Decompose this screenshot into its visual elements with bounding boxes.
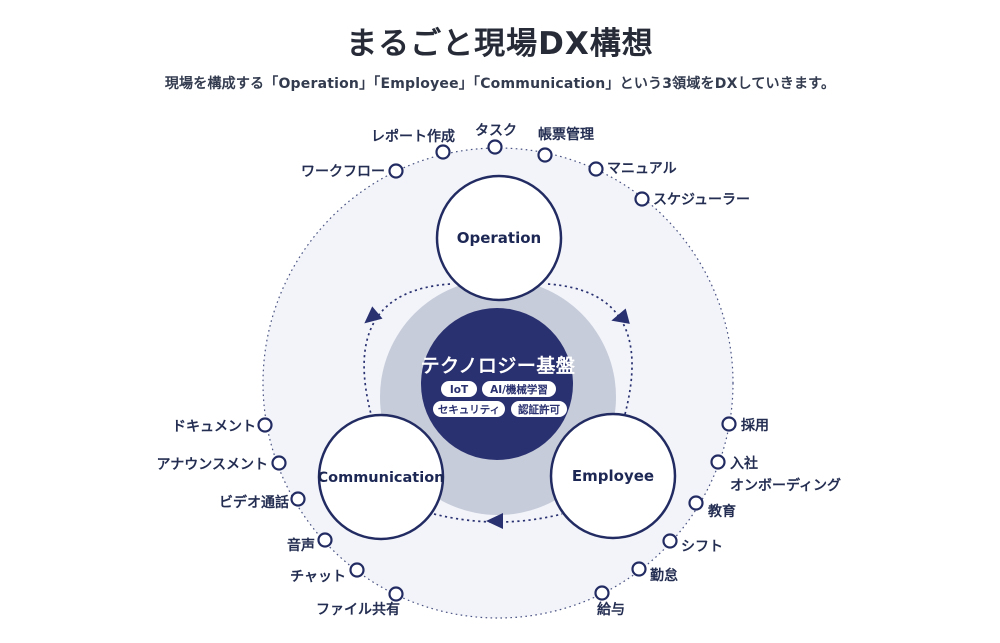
cycle-arrow-icon xyxy=(486,513,503,529)
svg-text:オンボーディング: オンボーディング xyxy=(730,477,841,494)
svg-text:シフト: シフト xyxy=(681,539,723,555)
domain-operation: Operation xyxy=(435,174,563,302)
svg-text:IoT: IoT xyxy=(450,384,469,396)
svg-text:ドキュメント: ドキュメント xyxy=(172,419,256,435)
node-video-call: ビデオ通話 xyxy=(219,491,306,511)
svg-text:Communication: Communication xyxy=(317,470,444,486)
page-subtitle: 現場を構成する「Operation」「Employee」「Communicati… xyxy=(164,76,836,93)
node-attendance: 勤怠 xyxy=(631,561,678,584)
node-onboarding: 入社 オンボーディング xyxy=(710,454,841,494)
diagram-header: まるごと現場DX構想 現場を構成する「Operation」「Employee」「… xyxy=(0,0,1000,93)
badge-iot xyxy=(441,381,477,397)
svg-text:採用: 採用 xyxy=(741,417,769,434)
badge-security xyxy=(433,401,505,417)
svg-text:タスク: タスク xyxy=(475,123,517,139)
cycle-arrow-icon xyxy=(364,306,383,324)
node-file-sharing: ファイル共有 xyxy=(316,586,404,618)
svg-text:認証許可: 認証許可 xyxy=(518,403,560,416)
domain-communication: Communication xyxy=(317,413,445,541)
core-label: テクノロジー基盤 xyxy=(421,354,576,377)
node-chat: チャット xyxy=(290,562,365,585)
node-recruiting: 採用 xyxy=(721,416,769,434)
svg-text:教育: 教育 xyxy=(708,503,736,520)
svg-text:レポート作成: レポート作成 xyxy=(371,128,455,145)
svg-text:チャット: チャット xyxy=(290,569,346,585)
node-workflow: ワークフロー xyxy=(301,163,404,180)
node-voice: 音声 xyxy=(287,532,333,554)
svg-text:ワークフロー: ワークフロー xyxy=(301,164,385,180)
svg-text:勤怠: 勤怠 xyxy=(650,567,678,584)
node-task: タスク xyxy=(475,123,517,155)
svg-text:AI/機械学習: AI/機械学習 xyxy=(490,383,548,396)
svg-text:マニュアル: マニュアル xyxy=(607,161,677,177)
cycle-arrow-icon xyxy=(611,308,630,324)
svg-text:帳票管理: 帳票管理 xyxy=(538,126,594,143)
node-payroll: 給与 xyxy=(594,585,625,618)
svg-text:スケジューラー: スケジューラー xyxy=(653,192,750,208)
badge-auth xyxy=(511,401,567,417)
svg-text:入社: 入社 xyxy=(730,455,758,472)
node-announcement: アナウンスメント xyxy=(157,455,287,473)
node-scheduler: スケジューラー xyxy=(634,191,750,208)
svg-text:セキュリティ: セキュリティ xyxy=(438,404,500,416)
node-manual: マニュアル xyxy=(588,161,677,177)
node-education: 教育 xyxy=(688,495,736,520)
node-shift: シフト xyxy=(662,533,723,555)
node-document: ドキュメント xyxy=(172,417,273,435)
svg-text:Operation: Operation xyxy=(457,229,541,247)
svg-text:アナウンスメント: アナウンスメント xyxy=(157,457,268,473)
cycle-arc-left xyxy=(363,283,451,419)
node-form-management: 帳票管理 xyxy=(537,126,594,163)
technology-core: テクノロジー基盤 IoT AI/機械学習 セキュリティ 認証許可 xyxy=(421,308,576,460)
domain-employee: Employee xyxy=(549,412,677,540)
page-title: まるごと現場DX構想 xyxy=(346,26,654,62)
svg-text:ファイル共有: ファイル共有 xyxy=(316,601,400,618)
badge-ai-ml xyxy=(482,381,556,397)
svg-text:給与: 給与 xyxy=(597,601,625,618)
svg-text:ビデオ通話: ビデオ通話 xyxy=(219,494,289,511)
node-report: レポート作成 xyxy=(371,128,455,160)
svg-text:Employee: Employee xyxy=(572,467,654,485)
svg-text:音声: 音声 xyxy=(287,537,315,554)
